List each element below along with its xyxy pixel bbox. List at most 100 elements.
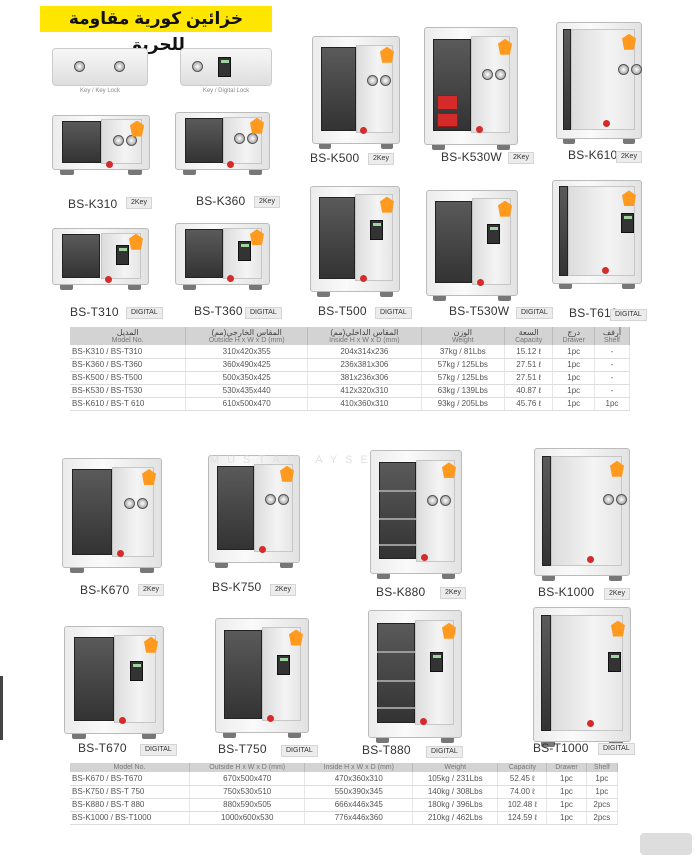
model-name: BS-K750 <box>212 580 262 594</box>
table-cell: BS-K880 / BS-T 880 <box>70 798 190 812</box>
table-cell: 105kg / 231Lbs <box>412 772 499 786</box>
safe-door <box>550 615 624 732</box>
table-cell: 1pc <box>552 384 595 398</box>
table-cell: 666x446x345 <box>304 798 414 812</box>
safe-foot <box>497 296 511 301</box>
model-name: BS-K1000 <box>538 585 595 599</box>
safe-shelf <box>379 489 416 492</box>
dial-lock-icon <box>482 69 494 81</box>
column-header: Outside H x W x D (mm) <box>189 763 306 772</box>
lock-type-tag: 2Key <box>508 152 534 164</box>
safe-interior <box>217 465 254 551</box>
table-cell: - <box>594 358 631 372</box>
digital-keypad-icon <box>430 652 444 673</box>
lock-type-tag: 2Key <box>440 587 466 599</box>
page-title: خزائين كورية مقاومة للحريق <box>40 6 272 54</box>
brand-badge-icon <box>420 554 428 562</box>
table-cell: 530x435x440 <box>185 384 309 398</box>
safe-foot <box>541 576 556 581</box>
safe-image <box>370 450 462 580</box>
lock-type-tag: 2Key <box>368 153 394 165</box>
safe-interior <box>74 636 114 722</box>
safe-image <box>368 610 462 744</box>
table-cell: 1000x600x530 <box>189 811 306 825</box>
safe-image <box>175 112 270 176</box>
column-header-en: Drawer <box>555 764 578 771</box>
column-header-en: Model No. <box>113 764 146 771</box>
warning-sticker-icon <box>498 200 512 217</box>
safe-shelf <box>377 650 415 653</box>
dial-lock-icon <box>616 494 628 506</box>
warning-sticker-icon <box>280 465 294 482</box>
safe-foot <box>319 144 332 149</box>
table-cell: 15.12 ℓ <box>504 345 554 359</box>
table-cell: 140kg / 308Lbs <box>412 785 499 799</box>
column-header: Drawer <box>546 763 587 772</box>
table-cell: BS-K1000 / BS-T1000 <box>70 811 190 825</box>
dial-lock-icon <box>124 497 135 509</box>
column-header: Weight <box>412 763 499 772</box>
column-header-ar: المديل <box>116 328 139 337</box>
lock-type-tag: DIGITAL <box>610 309 647 321</box>
dial-lock-icon <box>137 497 148 509</box>
table-cell: 63kg / 139Lbs <box>421 384 505 398</box>
table-cell: 27.51 ℓ <box>504 358 554 372</box>
column-header-en: Inside H x W x D (mm) <box>329 337 400 344</box>
safe-foot <box>249 170 263 175</box>
table-cell: 40.87 ℓ <box>504 384 554 398</box>
model-name: BS-K880 <box>376 585 426 599</box>
model-name: BS-K530W <box>441 150 502 164</box>
safe-image <box>208 455 300 569</box>
digital-keypad-icon <box>487 224 501 245</box>
column-header: Capacity <box>497 763 548 772</box>
table-cell: BS-K500 / BS-T500 <box>70 371 187 385</box>
safe-foot <box>433 296 447 301</box>
model-name: BS-K310 <box>68 197 118 211</box>
model-name: BS-K500 <box>310 151 360 165</box>
safe-interior <box>184 117 223 164</box>
table-cell: BS-K750 / BS-T 750 <box>70 785 190 799</box>
table-cell: - <box>594 345 631 359</box>
model-name: BS-T500 <box>318 304 367 318</box>
dial-lock-icon <box>427 494 439 506</box>
safe-interior <box>72 469 112 555</box>
safe-interior <box>435 200 472 284</box>
safe-foot <box>215 563 229 568</box>
brand-badge-icon <box>266 714 274 722</box>
safe-foot <box>182 285 196 290</box>
table-cell: 204x314x236 <box>307 345 422 359</box>
safe-interior <box>319 196 355 280</box>
safe-foot <box>279 563 293 568</box>
safe-foot <box>562 139 575 144</box>
digital-lock-caption: Key / Digital Lock <box>202 88 250 94</box>
safe-drawer <box>437 95 458 110</box>
brand-badge-icon <box>601 267 609 275</box>
safe-door <box>551 455 623 566</box>
brand-badge-icon <box>105 275 113 283</box>
table-cell: 1pc <box>594 397 631 411</box>
column-header-en: Capacity <box>515 337 543 344</box>
table-cell: 1pc <box>552 345 595 359</box>
table-cell: 210kg / 462Lbs <box>412 811 499 825</box>
table-cell: 360x490x425 <box>185 358 309 372</box>
warning-sticker-icon <box>380 46 394 63</box>
warning-sticker-icon <box>498 38 512 55</box>
safe-foot <box>380 292 393 297</box>
table-cell: 412x320x310 <box>307 384 422 398</box>
model-name: BS-T880 <box>362 743 411 757</box>
safe-image <box>64 626 164 740</box>
column-header-en: Weight <box>444 764 467 771</box>
safe-door <box>471 36 511 134</box>
table-cell: BS-K610 / BS-T 610 <box>70 397 187 411</box>
safe-shelf <box>377 707 415 710</box>
model-name: BS-K610 <box>568 148 618 162</box>
digital-keypad-icon <box>607 651 621 672</box>
brand-badge-icon <box>119 716 126 724</box>
column-header-en: Drawer <box>562 337 585 344</box>
